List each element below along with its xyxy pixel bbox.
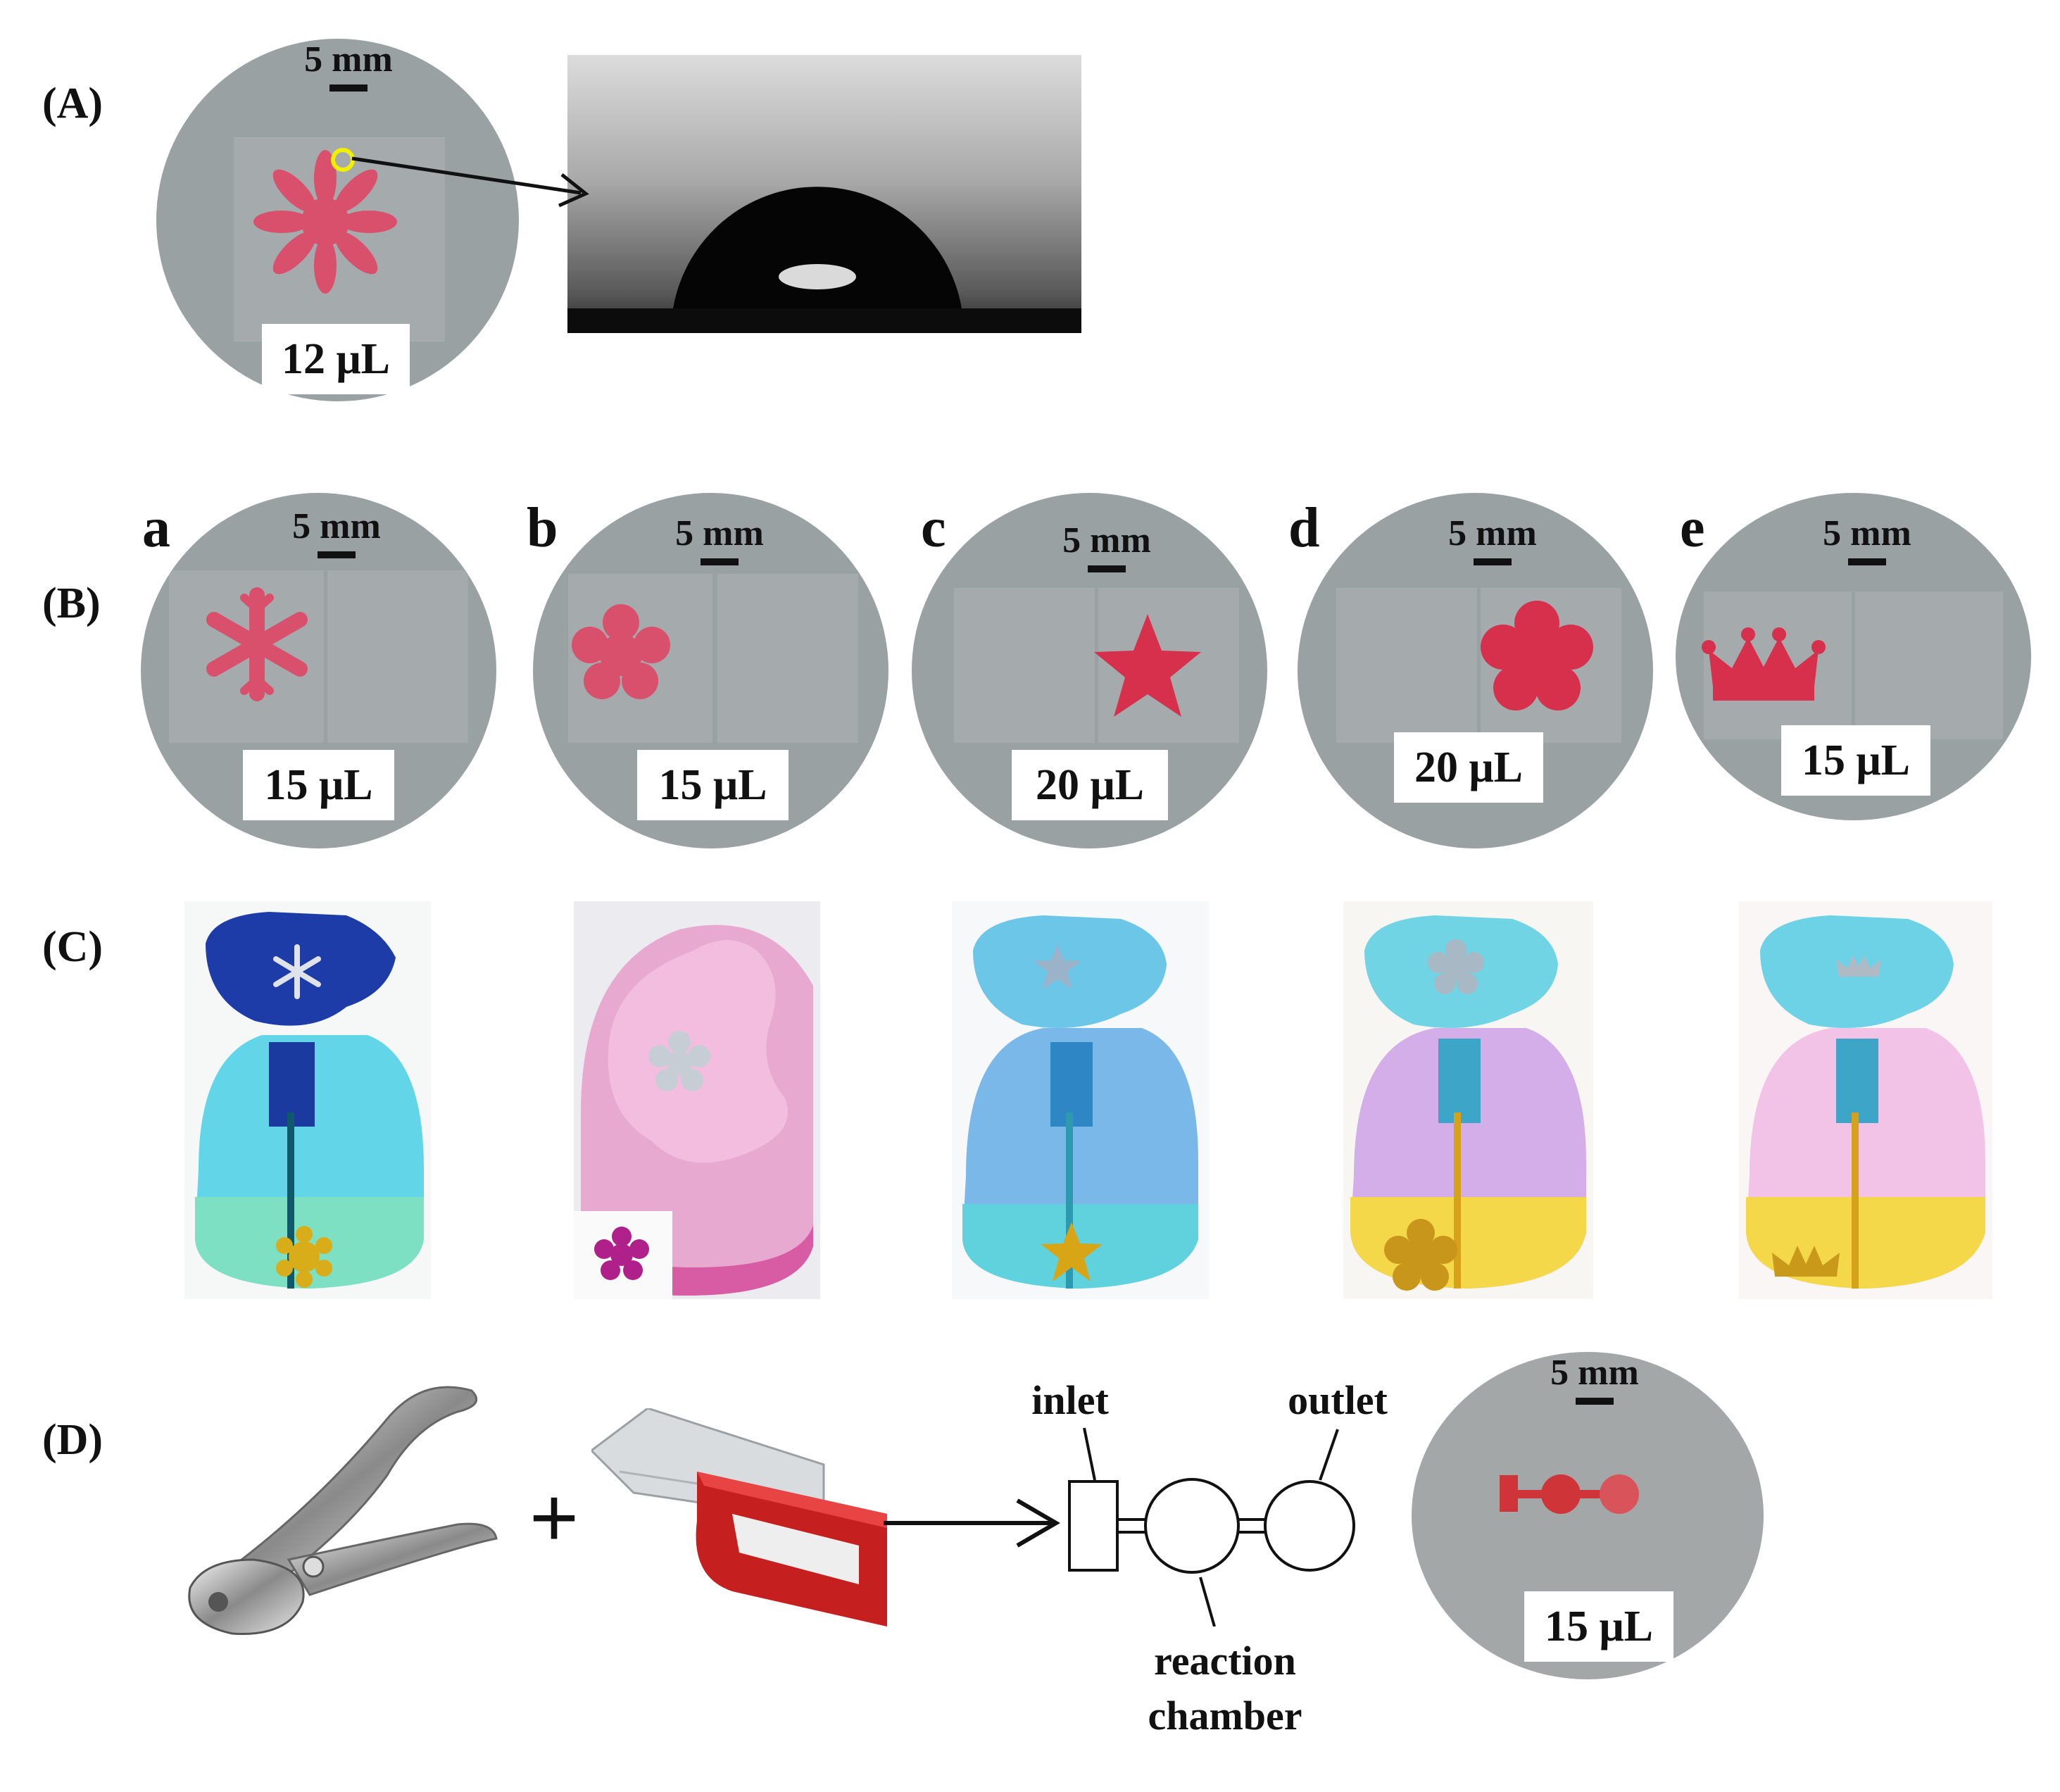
dish-b-e [1676, 493, 2031, 820]
scale-label: 5 mm [1062, 520, 1151, 560]
panel-label-d: (D) [42, 1416, 103, 1464]
arrow-a-icon [351, 156, 589, 208]
scale-bar-b-e: 5 mm [1807, 513, 1927, 565]
plus-sign: + [529, 1470, 579, 1565]
scale-bar-b-a: 5 mm [277, 506, 396, 558]
scale-label: 5 mm [675, 513, 764, 553]
sub-label-d: d [1288, 497, 1320, 559]
flower-punch-icon [574, 925, 813, 1299]
flower-icon [572, 604, 670, 699]
channel-schematic-icon [1068, 1478, 1355, 1574]
volume-label-b-a: 15 μL [243, 750, 394, 820]
punch-photo-a [184, 901, 431, 1299]
volume-label-a: 12 μL [262, 324, 410, 394]
scale-label: 5 mm [1823, 513, 1911, 553]
volume-label-b-e: 15 μL [1781, 725, 1930, 796]
scale-bar-b-b: 5 mm [660, 513, 779, 565]
punch-photo-e [1739, 901, 1992, 1299]
punch-photo-c [952, 901, 1209, 1299]
arrow-d-icon [884, 1498, 1060, 1548]
contact-angle-image [567, 55, 1081, 333]
blossom-punch-icon [1350, 915, 1586, 1291]
scale-bar-b-d: 5 mm [1433, 513, 1552, 565]
panel-label-a: (A) [42, 80, 103, 127]
scale-label: 5 mm [1550, 1353, 1639, 1393]
sub-label-e: e [1680, 497, 1705, 559]
scale-bar-d: 5 mm [1535, 1352, 1654, 1405]
snowflake-punch-icon [195, 912, 424, 1289]
reaction-chamber-label: reaction chamber [1148, 1638, 1302, 1739]
star-icon [1094, 614, 1201, 717]
star-punch-icon [962, 915, 1198, 1289]
scale-label: 5 mm [1448, 513, 1537, 553]
crown-punch-icon [1746, 915, 1985, 1289]
blossom-icon [1481, 601, 1593, 710]
volume-label-b-d: 20 μL [1394, 732, 1543, 803]
outlet-label: outlet [1288, 1377, 1388, 1423]
panel-label-b: (B) [42, 579, 101, 627]
punch-photo-d [1343, 901, 1593, 1299]
punch-photo-b [574, 901, 820, 1299]
utility-knife-icon [591, 1408, 887, 1627]
crown-icon [1702, 627, 1826, 701]
hole-punch-pliers-icon [188, 1386, 498, 1635]
dish-b-b [533, 493, 888, 848]
scale-label: 5 mm [292, 506, 381, 546]
scale-bar-b-c: 5 mm [1047, 520, 1167, 572]
scale-label: 5 mm [304, 39, 393, 80]
volume-label-b-b: 15 μL [637, 750, 789, 820]
scale-bar-a: 5 mm [289, 39, 408, 92]
inlet-label: inlet [1031, 1377, 1109, 1423]
volume-label-b-c: 20 μL [1012, 750, 1168, 820]
dish-a [156, 39, 519, 401]
sub-label-b: b [527, 497, 558, 559]
droplet-icon [567, 187, 1081, 333]
sub-label-a: a [142, 497, 170, 559]
panel-label-c: (C) [42, 923, 103, 971]
channel-pattern-icon [1500, 1474, 1639, 1514]
schematic-leader-lines [1083, 1427, 1339, 1627]
sub-label-c: c [921, 497, 946, 559]
flower-pattern-icon [253, 148, 397, 294]
volume-label-d: 15 μL [1524, 1591, 1673, 1662]
snowflake-icon [206, 587, 308, 701]
